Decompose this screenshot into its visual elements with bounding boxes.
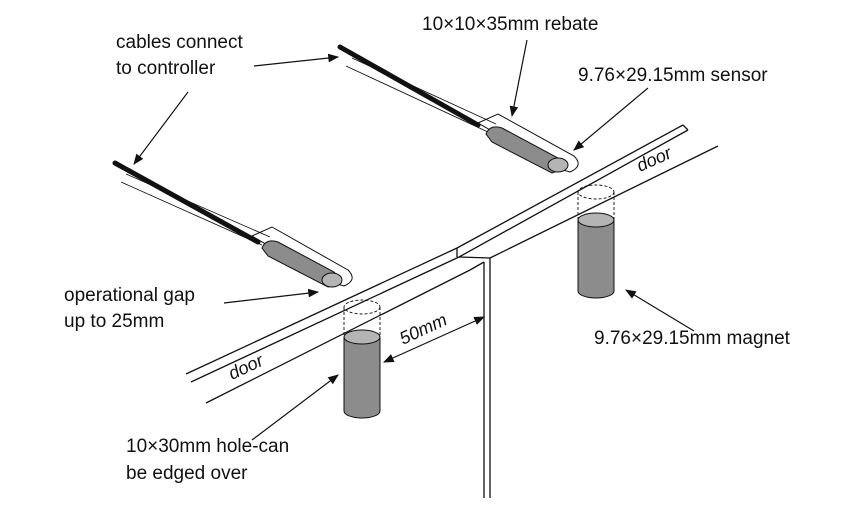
arrow-cables-lower: [133, 91, 189, 165]
dimension-label: 50mm: [396, 309, 450, 348]
rebate-outline-upper: [476, 113, 579, 173]
rebate-outline-lower: [250, 226, 353, 287]
sensor-upper: [337, 44, 579, 174]
frame-lines: [185, 124, 719, 498]
sensor-lower: [112, 160, 353, 288]
arrow-rebate: [509, 39, 528, 118]
arrow-sensor: [573, 87, 649, 151]
cable-upper: [337, 44, 481, 128]
label-rebate: 10×10×35mm rebate: [422, 14, 599, 35]
arrow-gap: [223, 288, 320, 304]
door-label-left: door: [225, 350, 267, 384]
cable-lower: [112, 160, 261, 245]
label-hole-line2: be edged over: [126, 463, 248, 484]
arrow-hole: [251, 374, 339, 441]
label-gap-line2: up to 25mm: [64, 311, 165, 332]
label-magnet: 9.76×29.15mm magnet: [594, 328, 790, 349]
arrow-magnet: [625, 289, 695, 332]
label-sensor: 9.76×29.15mm sensor: [578, 65, 768, 86]
label-gap-line1: operational gap: [64, 285, 195, 306]
magnet-lower: [343, 299, 381, 419]
label-hole-line1: 10×30mm hole-can: [126, 436, 290, 457]
magnet-right: [577, 184, 615, 299]
label-cables-line2: to controller: [116, 58, 216, 79]
arrow-cables-upper: [253, 53, 340, 67]
label-cables-line1: cables connect: [116, 32, 243, 53]
dimension-50mm: [383, 316, 485, 363]
